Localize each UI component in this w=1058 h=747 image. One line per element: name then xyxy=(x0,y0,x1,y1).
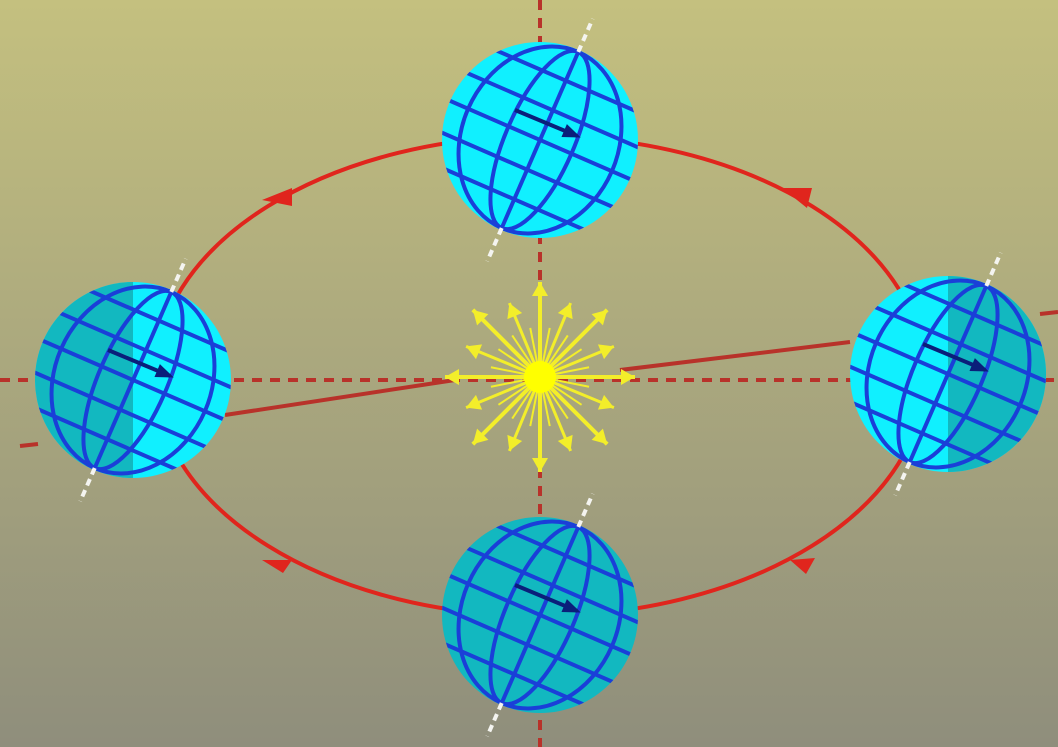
ecliptic-line-left-stub xyxy=(20,444,38,446)
ecliptic-line-right-stub xyxy=(1040,312,1058,314)
sun xyxy=(524,361,556,393)
